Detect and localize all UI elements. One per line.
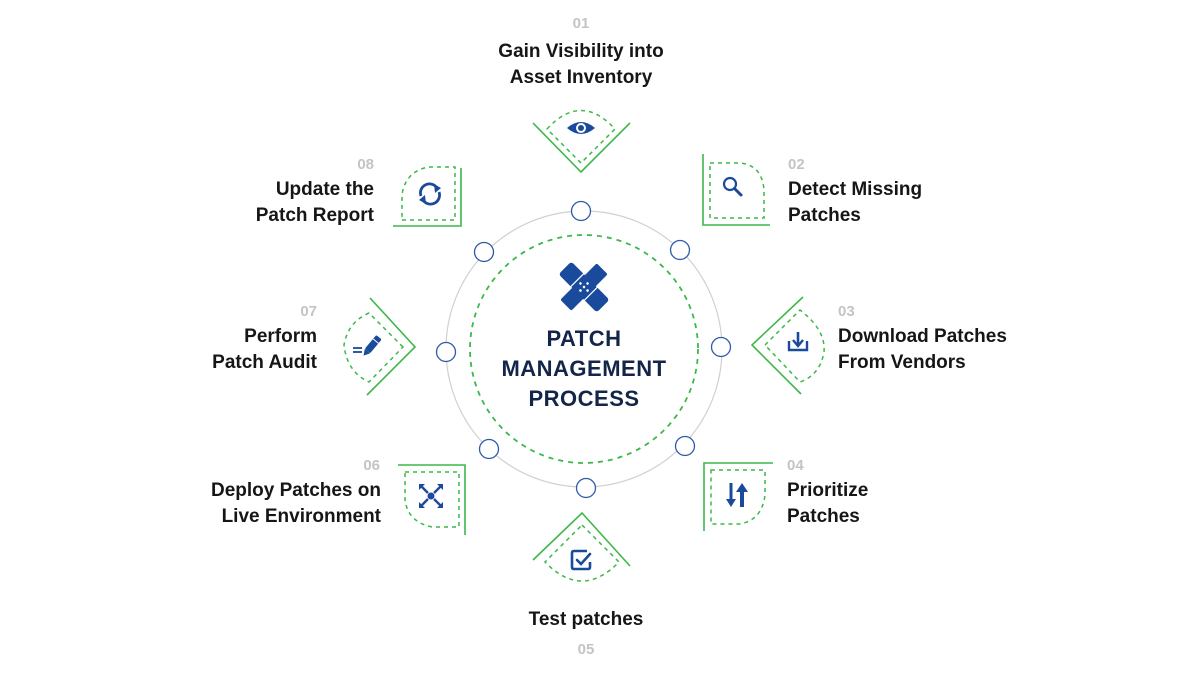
- step-01-title: Gain Visibility into Asset Inventory: [498, 41, 664, 88]
- step-03-frame: [750, 296, 825, 395]
- ring-node-8: [473, 241, 495, 263]
- checkbox-icon: [570, 549, 592, 571]
- ring-node-4: [674, 435, 696, 457]
- bandage-icon: [558, 261, 610, 313]
- step-04-number: 04: [787, 457, 804, 474]
- ring-node-1: [570, 200, 592, 222]
- step-03-number: 03: [838, 303, 855, 320]
- ring-nodes: [435, 200, 732, 499]
- expand-arrows-icon: [419, 484, 443, 508]
- ring-node-5: [575, 477, 597, 499]
- ring-node-2: [669, 239, 691, 261]
- inner-dashed-ring: [469, 234, 699, 464]
- step-01-number: 01: [572, 15, 590, 32]
- step-02-frame: [702, 154, 770, 226]
- step-06-title: Deploy Patches on Live Environment: [211, 480, 381, 527]
- step-04-frame: [703, 462, 773, 531]
- step-02-number: 02: [788, 156, 805, 173]
- search-icon: [722, 176, 743, 197]
- step-07-number: 07: [300, 303, 317, 320]
- step-08-title: Update the Patch Report: [255, 179, 374, 226]
- step-06-number: 06: [363, 457, 380, 474]
- step-01-frame: [532, 109, 631, 174]
- step-07-frame: [343, 297, 417, 396]
- step-05-number: 05: [577, 641, 595, 658]
- eye-icon: [567, 122, 595, 134]
- ring-node-6: [478, 438, 500, 460]
- step-05-frame: [532, 511, 631, 582]
- step-08-number: 08: [357, 156, 374, 173]
- step-05-title: Test patches: [528, 609, 644, 630]
- diagram-title: PATCH MANAGEMENT PROCESS: [501, 326, 667, 411]
- sort-arrows-icon: [726, 483, 748, 507]
- refresh-icon: [419, 182, 441, 206]
- ring-node-7: [435, 341, 457, 363]
- ring-node-3: [710, 336, 732, 358]
- pencil-icon: [353, 335, 382, 356]
- step-02-title: Detect Missing Patches: [788, 179, 923, 226]
- step-03-title: Download Patches From Vendors: [838, 326, 1007, 373]
- download-icon: [787, 332, 809, 352]
- step-07-title: Perform Patch Audit: [212, 326, 317, 373]
- step-06-frame: [398, 464, 466, 535]
- step-08-frame: [393, 166, 462, 227]
- step-04-title: Prioritize Patches: [787, 480, 869, 527]
